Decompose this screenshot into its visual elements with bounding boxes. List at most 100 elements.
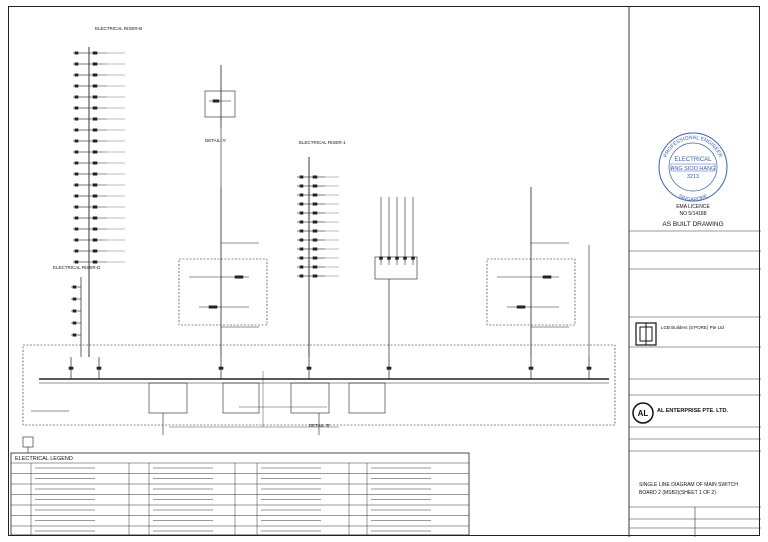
panel-box — [178, 258, 268, 326]
breaker-symbol — [92, 194, 98, 198]
breaker-symbol — [74, 95, 79, 99]
breaker-symbol — [299, 274, 304, 278]
breaker-symbol — [72, 285, 77, 289]
svg-text:SINGAPORE: SINGAPORE — [677, 193, 709, 203]
panel-box — [148, 382, 188, 414]
breaker-symbol — [299, 193, 304, 197]
breaker-symbol — [96, 366, 102, 370]
detail-b-label: DETAIL 'B' — [309, 423, 330, 428]
breaker-symbol — [74, 150, 79, 154]
breaker-symbol — [306, 366, 312, 370]
breaker-symbol — [386, 366, 392, 370]
breaker-symbol — [72, 333, 77, 337]
breaker-symbol — [92, 84, 98, 88]
ema-no: NO 5/14188 — [680, 211, 707, 217]
breaker-symbol — [403, 256, 407, 260]
contractor-name: AL ENTERPRISE PTE. LTD. — [657, 408, 728, 414]
breaker-symbol — [92, 260, 98, 264]
as-built-label: AS BUILT DRAWING — [662, 221, 723, 228]
panel-box — [22, 436, 34, 448]
breaker-symbol — [312, 202, 318, 206]
breaker-symbol — [74, 161, 79, 165]
breaker-symbol — [312, 265, 318, 269]
breaker-symbol — [299, 184, 304, 188]
drawing-sheet: ELECTRICAL RISER-B ELECTRICAL RISER-1 EL… — [8, 6, 761, 537]
breaker-symbol — [92, 95, 98, 99]
pe-stamp: PROFESSIONAL ENGINEER SINGAPORE ELECTRIC… — [658, 132, 728, 203]
breaker-symbol — [586, 366, 592, 370]
breaker-symbol — [92, 238, 98, 242]
panel-box — [348, 382, 386, 414]
breaker-symbol — [92, 150, 98, 154]
breaker-symbol — [312, 211, 318, 215]
breaker-symbol — [395, 256, 399, 260]
breaker-symbol — [92, 216, 98, 220]
breaker-symbol — [299, 238, 304, 242]
breaker-symbol — [208, 305, 218, 309]
breaker-symbol — [74, 62, 79, 66]
legend-box — [10, 452, 470, 536]
breaker-symbol — [74, 172, 79, 176]
drawing-title-line-2: BOARD 2 (MSB2)(SHEET 1 OF 2) — [639, 490, 716, 496]
breaker-symbol — [74, 183, 79, 187]
breaker-symbol — [312, 256, 318, 260]
breaker-symbol — [312, 193, 318, 197]
legend-title: ELECTRICAL LEGEND — [15, 456, 73, 462]
breaker-symbol — [234, 275, 244, 279]
breaker-symbol — [516, 305, 526, 309]
breaker-symbol — [92, 128, 98, 132]
breaker-symbol — [74, 260, 79, 264]
breaker-symbol — [299, 256, 304, 260]
breaker-symbol — [74, 238, 79, 242]
title-block-lines — [629, 230, 761, 537]
breaker-symbol — [312, 175, 318, 179]
panel-box — [290, 382, 330, 414]
detail-a-label: DETAIL 'A' — [205, 138, 226, 143]
breaker-symbol — [74, 51, 79, 55]
panel-box — [222, 382, 260, 414]
breaker-symbol — [92, 183, 98, 187]
breaker-symbol — [92, 73, 98, 77]
pe-stamp-country: SINGAPORE — [677, 193, 709, 203]
breaker-symbol — [411, 256, 415, 260]
breaker-symbol — [92, 172, 98, 176]
breaker-symbol — [92, 139, 98, 143]
breaker-symbol — [299, 265, 304, 269]
breaker-symbol — [299, 220, 304, 224]
breaker-symbol — [92, 205, 98, 209]
diagram-linework — [22, 47, 616, 453]
breaker-symbol — [299, 202, 304, 206]
breaker-symbol — [92, 227, 98, 231]
single-line-diagram: ELECTRICAL RISER-B ELECTRICAL RISER-1 EL… — [10, 7, 761, 537]
breaker-symbol — [379, 256, 383, 260]
breaker-symbol — [92, 249, 98, 253]
breaker-symbol — [74, 84, 79, 88]
breaker-symbol — [92, 161, 98, 165]
breaker-symbol — [74, 227, 79, 231]
breaker-symbol — [312, 220, 318, 224]
breaker-symbol — [74, 73, 79, 77]
breaker-symbol — [74, 106, 79, 110]
pe-stamp-no: 3213 — [687, 174, 699, 180]
breaker-symbol — [68, 366, 74, 370]
breaker-symbol — [312, 274, 318, 278]
panel-box — [204, 90, 236, 118]
lgb-logo — [635, 322, 657, 346]
panel-box — [374, 256, 418, 280]
breaker-symbol — [74, 205, 79, 209]
breaker-symbol — [92, 62, 98, 66]
breaker-symbol — [92, 106, 98, 110]
contractor-logo: AL — [632, 402, 654, 424]
breaker-symbol — [299, 229, 304, 233]
breaker-symbol — [74, 249, 79, 253]
pe-stamp-discipline: ELECTRICAL — [674, 157, 712, 163]
breaker-symbol — [387, 256, 391, 260]
breaker-symbol — [92, 117, 98, 121]
legend-grid — [11, 462, 469, 535]
breaker-symbol — [74, 128, 79, 132]
breaker-symbol — [218, 366, 224, 370]
breaker-symbol — [72, 309, 77, 313]
riser-a-title: ELECTRICAL RISER-B — [95, 26, 142, 31]
breaker-symbol — [528, 366, 534, 370]
riser-b-title: ELECTRICAL RISER-1 — [299, 140, 346, 145]
